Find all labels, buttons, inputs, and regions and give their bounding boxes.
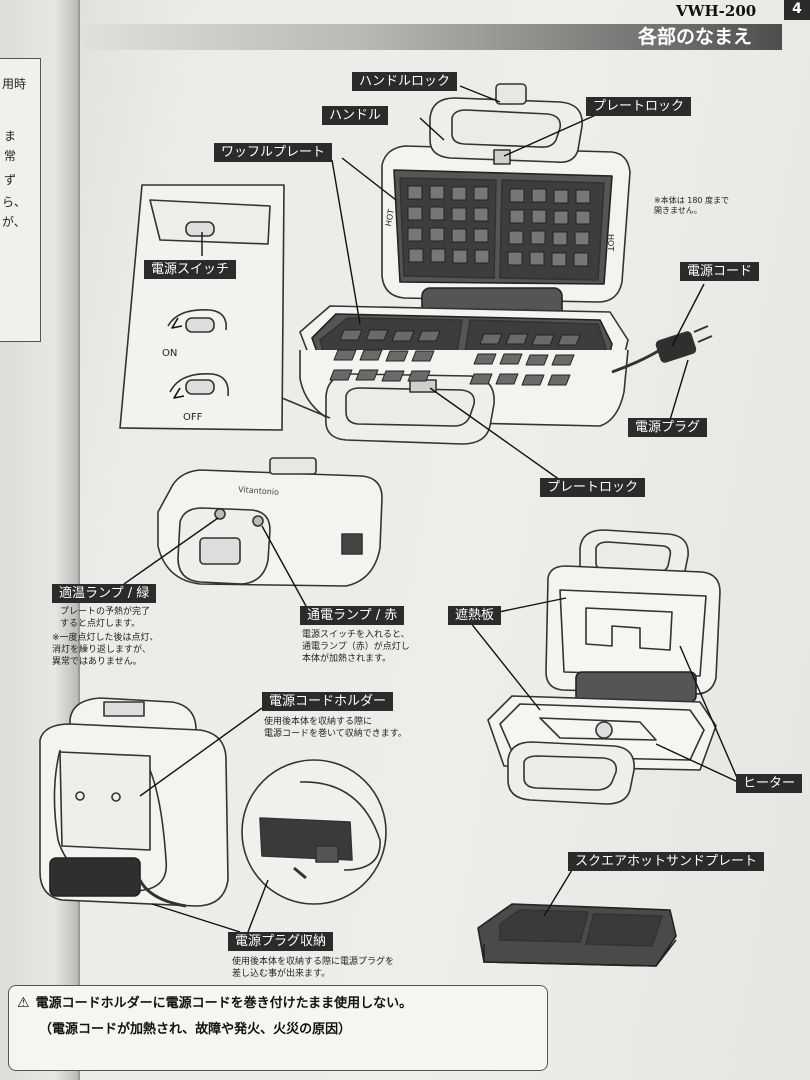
storage-unit-illustration	[39, 697, 229, 908]
note-warm-lamp-desc: プレートの予熱が完了 すると点灯します。	[60, 607, 151, 629]
label-cord-holder: 電源コードホルダー	[262, 692, 394, 711]
label-warm-lamp: 適温ランプ / 緑	[52, 584, 157, 603]
label-waffle-plate: ワッフルプレート	[214, 143, 333, 162]
waffle-maker-open-illustration	[299, 83, 713, 445]
prev-text-6: が、	[2, 215, 26, 229]
previous-page-edge: 用時 ま 常 ず ら、 が、	[0, 0, 80, 1080]
on-arrow-icon	[171, 317, 183, 329]
label-plug-storage: 電源プラグ収納	[228, 932, 334, 951]
label-handle: ハンドル	[322, 106, 389, 125]
warning-box: ⚠ 電源コードホルダーに電源コードを巻き付けたまま使用しない。 （電源コードが加熱…	[8, 985, 548, 1071]
hot-mark-left: HOT	[384, 208, 396, 227]
plug-storage-zoom-circle	[241, 759, 387, 905]
previous-page-box	[0, 58, 41, 342]
label-plate-lock-top: プレートロック	[586, 97, 692, 116]
label-power-plug: 電源プラグ	[628, 418, 708, 437]
hot-mark-right: HOT	[606, 234, 615, 251]
title-bar: 各部のなまえ	[82, 24, 782, 50]
note-open-limit: ※本体は 180 度まで 開きません。	[654, 196, 730, 215]
square-sandwich-plate-illustration	[477, 903, 677, 967]
prev-text-4: ず	[4, 173, 17, 187]
prev-text-1: 用時	[2, 77, 27, 91]
page-title: 各部のなまえ	[637, 26, 752, 48]
note-plug-storage-desc: 使用後本体を収納する際に電源プラグを 差し込む事が出来ます。	[232, 957, 395, 979]
warning-line-1: ⚠ 電源コードホルダーに電源コードを巻き付けたまま使用しない。	[17, 992, 412, 1011]
note-warm-lamp-caution: ※一度点灯した後は点灯、 消灯を繰り返しますが、 異常ではありません。	[52, 633, 159, 667]
warning-text-1: 電源コードホルダーに電源コードを巻き付けたまま使用しない。	[35, 996, 413, 1011]
label-power-lamp: 通電ランプ / 赤	[300, 606, 405, 625]
label-handle-lock: ハンドルロック	[352, 72, 458, 91]
brand-mark: Vitantonio	[238, 485, 279, 497]
label-heater: ヒーター	[736, 774, 803, 793]
page-number: 4	[784, 0, 810, 20]
prev-text-5: ら、	[2, 195, 27, 209]
warning-line-2: （電源コードが加熱され、故障や発火、火災の原因）	[39, 1022, 352, 1037]
sandwich-maker-open-illustration	[487, 529, 721, 805]
prev-text-2: ま	[4, 129, 17, 143]
label-heat-shield: 遮熱板	[448, 606, 502, 625]
prev-text-3: 常	[4, 149, 17, 163]
label-power-cord: 電源コード	[680, 262, 760, 281]
model-number: VWH-200	[676, 2, 757, 20]
waffle-maker-closed-illustration	[157, 457, 383, 587]
warning-triangle-icon: ⚠	[17, 995, 30, 1011]
label-plate-lock-bottom: プレートロック	[540, 478, 646, 497]
switch-on-text: ON	[162, 348, 177, 359]
note-cord-holder-desc: 使用後本体を収納する際に 電源コードを巻いて収納できます。	[264, 717, 407, 739]
switch-off-text: OFF	[183, 412, 203, 423]
off-arrow-icon	[173, 387, 185, 399]
leader-lines	[123, 85, 739, 933]
label-power-switch: 電源スイッチ	[144, 260, 237, 279]
power-switch-inset	[119, 184, 331, 431]
label-square-plate: スクエアホットサンドプレート	[568, 852, 765, 871]
note-power-lamp-desc: 電源スイッチを入れると、 通電ランプ（赤）が点灯し 本体が加熱されます。	[302, 630, 410, 664]
